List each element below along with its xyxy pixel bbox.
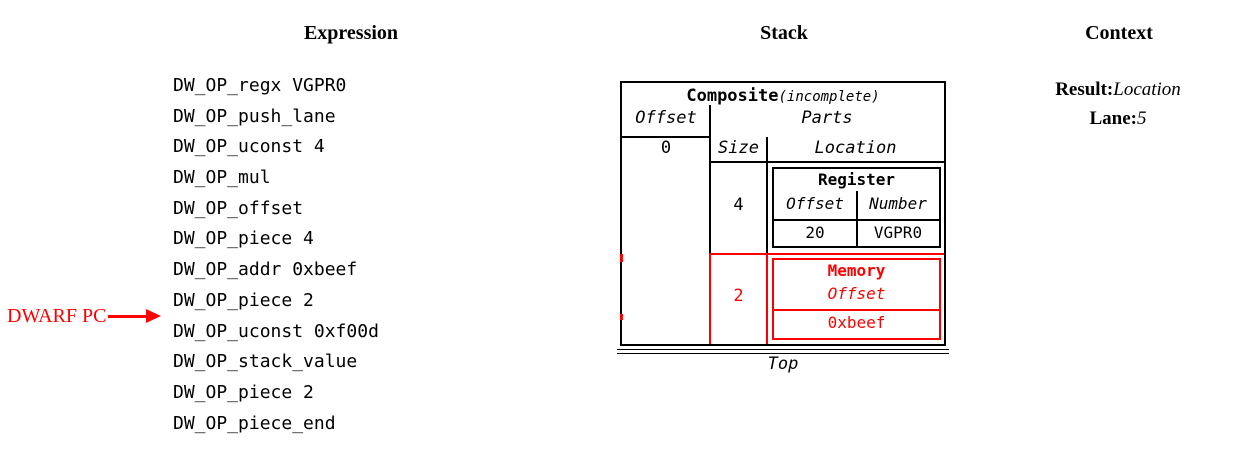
register-offset-value: 20: [805, 223, 825, 242]
register-title: Register: [817, 170, 896, 189]
context-result-line: Result:Location: [1008, 75, 1228, 104]
result-label: Result:: [1055, 79, 1114, 100]
highlight-tick: [620, 254, 623, 262]
size-location-divider: [766, 137, 768, 344]
stack-column-header: Stack: [760, 22, 808, 44]
composite-title-note: (incomplete): [778, 89, 880, 105]
result-value: Location: [1113, 79, 1181, 100]
lane-label: Lane:: [1089, 108, 1138, 129]
expression-list: DW_OP_regx VGPR0 DW_OP_push_lane DW_OP_u…: [173, 71, 379, 439]
offset-column-header: Offset: [635, 108, 697, 128]
memory-offset-value: 0xbeef: [827, 313, 886, 332]
memory-header-rule: [774, 309, 939, 311]
part-size-value: 2: [733, 286, 744, 306]
offset-parts-divider-highlight: [709, 253, 711, 344]
register-number-header: Number: [869, 194, 927, 213]
expression-op: DW_OP_offset: [173, 197, 304, 219]
composite-title: Composite(incomplete): [622, 84, 944, 108]
composite-title-text: Composite: [686, 86, 779, 106]
lane-value: 5: [1137, 108, 1147, 129]
context-column-header: Context: [1085, 22, 1153, 44]
offset-header-rule: [622, 136, 710, 138]
expression-op: DW_OP_mul: [173, 167, 271, 189]
context-block: Result:Location Lane:5: [1008, 75, 1228, 133]
parts-column-header: Parts: [801, 108, 853, 128]
size-column-header: Size: [718, 138, 759, 158]
parts-header-rule: [710, 161, 944, 163]
memory-location-table: Memory Offset 0xbeef: [772, 258, 941, 340]
register-column-divider: [856, 191, 858, 246]
offset-parts-divider: [709, 105, 711, 344]
register-offset-header: Offset: [786, 194, 844, 213]
memory-offset-header: Offset: [827, 284, 886, 303]
expression-op: DW_OP_piece 4: [173, 228, 314, 250]
expression-op: DW_OP_piece_end: [173, 412, 336, 434]
stack-top-rule-upper: [617, 349, 949, 351]
stack-composite-table: Composite(incomplete) Offset 0 Parts Siz…: [620, 81, 946, 346]
expression-column-header: Expression: [303, 22, 399, 44]
dwarf-pc-arrowhead-icon: [146, 309, 161, 323]
expression-op: DW_OP_piece 2: [173, 381, 314, 403]
part-size-value: 4: [733, 195, 744, 215]
register-header-rule: [774, 219, 939, 221]
size-location-divider-highlight: [766, 253, 768, 344]
stack-top-rule-lower: [617, 353, 949, 355]
location-column-header: Location: [814, 138, 897, 158]
context-lane-line: Lane:5: [1008, 104, 1228, 133]
stack-top-label: Top: [767, 354, 799, 374]
highlight-row-rule: [710, 253, 944, 255]
expression-op: DW_OP_addr 0xbeef: [173, 259, 358, 281]
expression-op: DW_OP_push_lane: [173, 105, 336, 127]
offset-value: 0: [660, 138, 672, 158]
register-location-table: Register Offset Number 20 VGPR0: [772, 167, 941, 248]
highlight-tick: [620, 314, 623, 320]
dwarf-pc-label: DWARF PC: [7, 305, 107, 327]
expression-op: DW_OP_uconst 4: [173, 136, 325, 158]
expression-op: DW_OP_stack_value: [173, 351, 358, 373]
expression-op: DW_OP_regx VGPR0: [173, 75, 347, 96]
expression-op: DW_OP_piece 2: [173, 289, 314, 311]
expression-op: DW_OP_uconst 0xf00d: [173, 320, 379, 342]
register-number-value: VGPR0: [873, 223, 923, 242]
dwarf-pc-arrow: [108, 315, 146, 318]
memory-title: Memory: [827, 261, 886, 280]
